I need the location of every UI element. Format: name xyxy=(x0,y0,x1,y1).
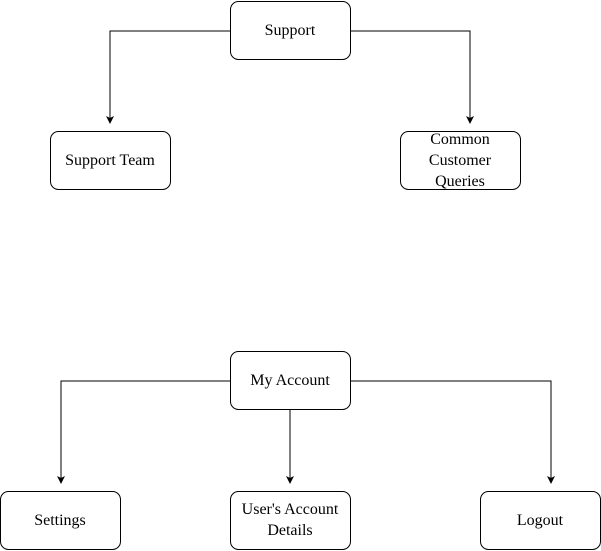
edge-my-account-to-settings xyxy=(57,380,230,484)
node-support-label: Support xyxy=(264,21,316,39)
node-logout-label: Logout xyxy=(516,511,564,529)
node-my-account-label: My Account xyxy=(250,371,330,389)
node-my-account-box[interactable] xyxy=(230,351,351,410)
edge-my-account-to-logout xyxy=(350,380,555,484)
edge-support-to-common-queries xyxy=(350,30,474,124)
node-support-team-box[interactable] xyxy=(50,131,171,190)
node-common-customer-queries-box[interactable] xyxy=(400,131,521,190)
node-settings-label: Settings xyxy=(34,511,86,529)
node-support-box[interactable] xyxy=(230,1,351,60)
edge-support-to-support-team xyxy=(106,30,230,124)
node-users-account-details-box[interactable] xyxy=(230,491,351,550)
node-users-account-details-label: User's Account Details xyxy=(241,501,339,539)
node-settings-box[interactable] xyxy=(0,491,121,550)
node-common-customer-queries-label: Common Customer Queries xyxy=(428,130,492,190)
node-support-team-label: Support Team xyxy=(65,151,155,169)
